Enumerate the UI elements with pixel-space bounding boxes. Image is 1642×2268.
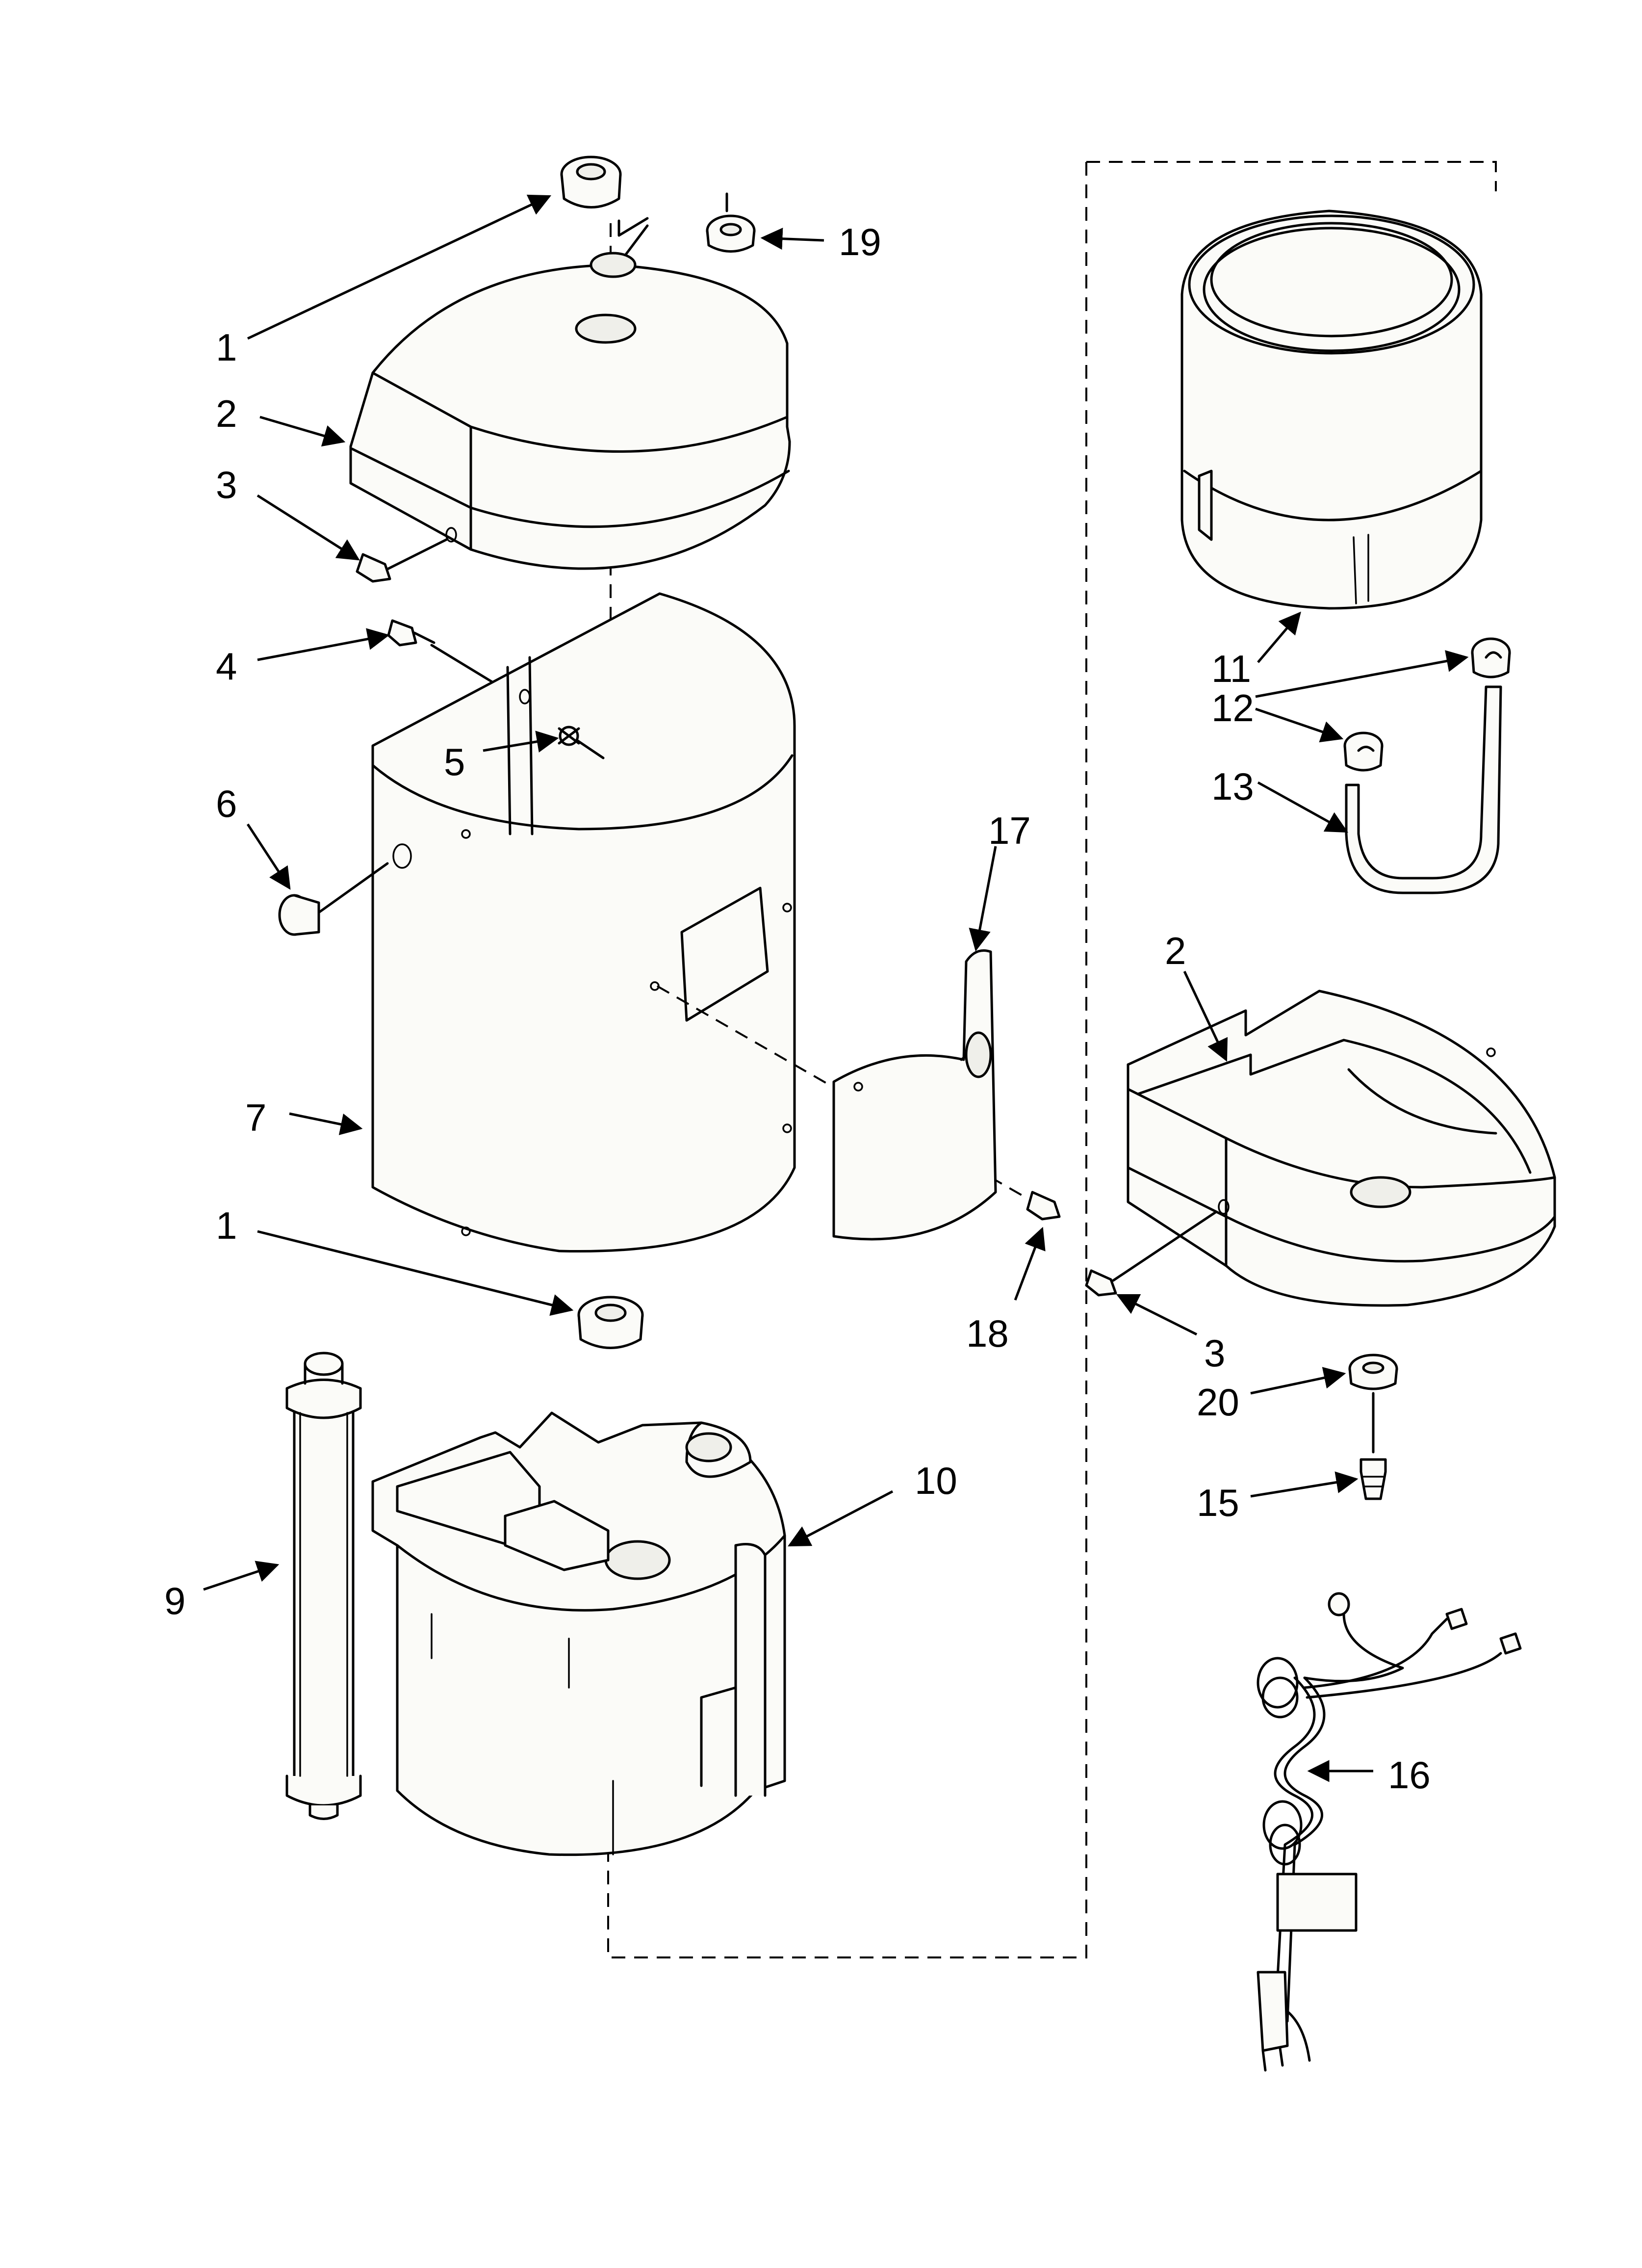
clamp-12b (1343, 731, 1384, 772)
callout-15: 15 (1197, 1481, 1239, 1524)
callout-11: 11 (1211, 647, 1251, 690)
base-housing-10 (371, 1411, 786, 1856)
callout-1-bottom: 1 (216, 1204, 237, 1247)
grommet-bottom (577, 1296, 644, 1349)
callout-5: 5 (444, 740, 465, 783)
shield-17 (832, 949, 997, 1241)
callout-4: 4 (216, 645, 237, 688)
drip-tray (1127, 990, 1556, 1307)
callout-18: 18 (966, 1312, 1009, 1355)
callout-19: 19 (839, 220, 881, 263)
tank-11 (1180, 209, 1483, 610)
callout-10: 10 (915, 1459, 957, 1502)
leader-lines (203, 194, 1469, 1782)
plug-6 (278, 862, 389, 936)
clamp-12a (1471, 637, 1511, 678)
filter-cartridge-9 (285, 1352, 362, 1820)
screw-4 (387, 619, 502, 688)
callout-9: 9 (164, 1579, 185, 1622)
screw-3a (356, 538, 448, 583)
callout-3-right: 3 (1204, 1331, 1225, 1375)
callout-13: 13 (1211, 765, 1254, 808)
callout-2-right: 2 (1165, 929, 1186, 972)
top-cover (349, 224, 791, 570)
power-cord-16 (1257, 1592, 1522, 2072)
cabinet-shell (371, 592, 796, 1253)
callout-16: 16 (1388, 1753, 1431, 1797)
callout-12: 12 (1211, 686, 1254, 730)
thin-rod (617, 217, 649, 237)
callout-2-top: 2 (216, 392, 237, 435)
callout-20: 20 (1197, 1381, 1239, 1424)
callout-17: 17 (988, 809, 1031, 852)
callout-7: 7 (245, 1096, 266, 1139)
screw-18 (1026, 1191, 1061, 1221)
assembly-boundary (607, 161, 1497, 1958)
callout-labels: 1 2 3 4 5 6 7 1 9 10 11 12 13 17 2 18 3 … (164, 220, 1431, 1797)
callout-1-top: 1 (216, 326, 237, 369)
grommet-top (560, 156, 622, 209)
callout-6: 6 (216, 782, 237, 825)
washer-19 (706, 192, 756, 253)
screw-3b (1085, 1210, 1218, 1297)
screw-15 (1360, 1458, 1387, 1500)
callout-3-left: 3 (216, 463, 237, 506)
tube-13 (1345, 685, 1502, 894)
star-washer-5 (558, 726, 605, 759)
washer-20 (1348, 1354, 1398, 1454)
